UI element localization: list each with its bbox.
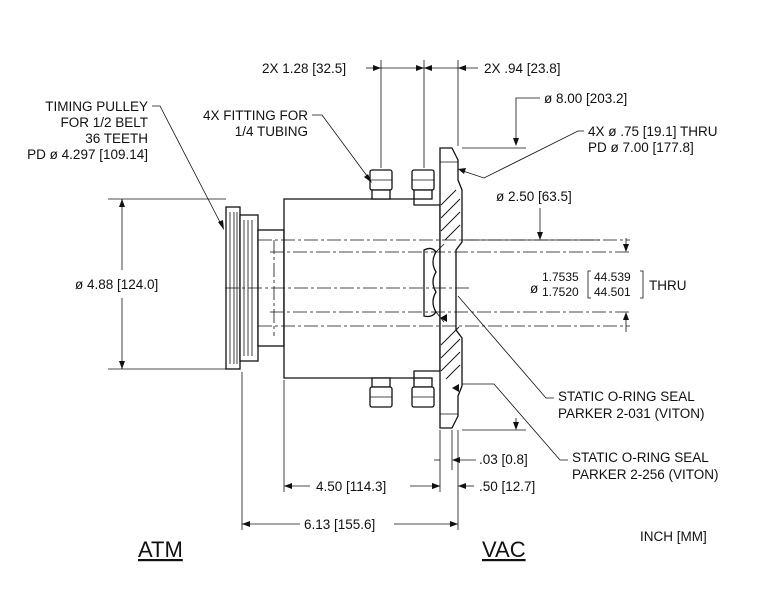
dimension-lines bbox=[108, 60, 629, 530]
annotations: 2X 1.28 [32.5] 2X .94 [23.8] TIMING PULL… bbox=[27, 61, 718, 562]
fitting-bottom-right bbox=[411, 377, 435, 408]
oring-2-label-2: PARKER 2-256 (VITON) bbox=[572, 467, 719, 482]
vac-label: VAC bbox=[482, 537, 526, 562]
dim-top-right: 2X .94 [23.8] bbox=[484, 61, 561, 76]
bolt-hole-label-1: 4X ø .75 [19.1] THRU bbox=[588, 124, 718, 139]
bore-prefix: ø bbox=[530, 281, 538, 296]
dim-top-left: 2X 1.28 [32.5] bbox=[262, 61, 346, 76]
inner-dia-label: ø 2.50 [63.5] bbox=[496, 189, 572, 204]
pulley-label-2: FOR 1/2 BELT bbox=[60, 115, 148, 130]
atm-label: ATM bbox=[138, 537, 183, 562]
tube-fittings bbox=[369, 169, 435, 408]
bore-mm-lower: 44.501 bbox=[594, 285, 631, 299]
dim-450-label: 4.50 [114.3] bbox=[316, 479, 386, 494]
fitting-top-right bbox=[411, 169, 435, 200]
dim-50-label: .50 [12.7] bbox=[479, 479, 535, 494]
flange-section-hatch bbox=[440, 189, 461, 380]
pulley-label-1: TIMING PULLEY bbox=[45, 99, 148, 114]
pulley-label-3: 36 TEETH bbox=[85, 131, 148, 146]
bore-mm-upper: 44.539 bbox=[594, 270, 631, 284]
oring-mark-2 bbox=[452, 384, 459, 392]
oring-mark-1 bbox=[440, 314, 447, 322]
dim-03-label: .03 [0.8] bbox=[479, 452, 528, 467]
bore-suffix: THRU bbox=[649, 278, 687, 293]
dim-613-label: 6.13 [155.6] bbox=[304, 517, 375, 532]
bolt-hole-label-2: PD ø 7.00 [177.8] bbox=[588, 140, 694, 155]
bore-in-upper: 1.7535 bbox=[542, 270, 579, 284]
centerlines bbox=[225, 240, 470, 336]
oring-1-label-1: STATIC O-RING SEAL bbox=[558, 389, 695, 404]
units-label: INCH [MM] bbox=[640, 529, 707, 544]
fitting-label-1: 4X FITTING FOR bbox=[203, 108, 308, 123]
pulley-label-4: PD ø 4.297 [109.14] bbox=[27, 147, 148, 162]
fitting-bottom-left bbox=[369, 377, 393, 408]
feedthrough-part bbox=[225, 147, 630, 429]
bore-in-lower: 1.7520 bbox=[542, 285, 579, 299]
bore-tolerance: ø 1.7535 1.7520 44.539 44.501 THRU bbox=[530, 270, 687, 299]
fitting-label-2: 1/4 TUBING bbox=[235, 124, 308, 139]
oring-2-label-1: STATIC O-RING SEAL bbox=[572, 450, 709, 465]
housing-dia-label: ø 4.88 [124.0] bbox=[75, 277, 158, 292]
oring-1-label-2: PARKER 2-031 (VITON) bbox=[558, 406, 705, 421]
flange-od-label: ø 8.00 [203.2] bbox=[544, 91, 627, 106]
bore-break bbox=[423, 247, 437, 318]
fitting-top-left bbox=[369, 169, 393, 200]
housing bbox=[283, 198, 441, 379]
